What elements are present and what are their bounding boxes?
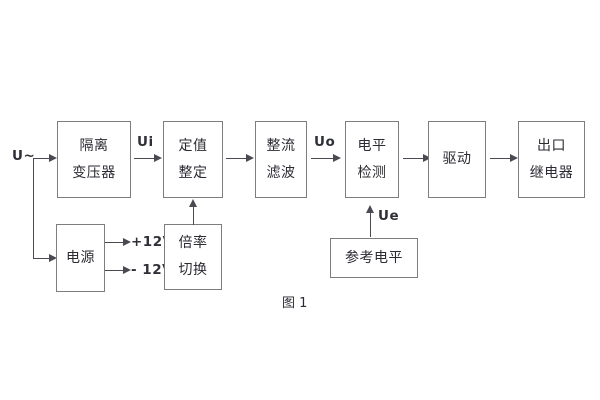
wire-reference-to-level-detect [370,212,371,237]
block-level-detect-line-2: 检测 [357,164,387,181]
block-multiplier-switch-line-1: 倍率 [178,235,208,252]
wire-setting-to-rectify [226,158,247,159]
wire-input-to-transformer [33,158,50,159]
block-setting-value-line-1: 定值 [178,137,208,154]
block-drive-line-1: 驱动 [442,151,472,168]
arrowhead-drive-to-output-relay [510,153,518,162]
block-reference-level-line-1: 参考电平 [345,249,403,266]
block-power-supply-line-1: 电源 [66,249,95,266]
block-isolation-transformer: 隔离 变压器 [57,121,131,198]
block-rectify-filter-line-1: 整流 [266,137,296,154]
block-output-relay: 出口 继电器 [518,121,585,198]
wire-input-to-power-supply [33,258,50,259]
signal-label-ue: Ue [378,208,400,224]
block-multiplier-switch: 倍率 切换 [164,224,222,290]
block-reference-level: 参考电平 [330,238,418,278]
block-drive: 驱动 [428,121,486,198]
arrowhead-input-to-power-supply [49,253,57,262]
wire-rail-positive [105,242,124,243]
wire-rail-negative [105,270,124,271]
figure-caption: 图 1 [282,296,308,311]
wire-rectify-to-level-detect [311,158,334,159]
arrowhead-reference-to-level-detect [365,205,374,213]
block-isolation-transformer-line-1: 隔离 [79,137,109,154]
arrowhead-setting-to-rectify [246,153,254,162]
wire-level-detect-to-drive [403,158,424,159]
block-isolation-transformer-line-2: 变压器 [72,164,116,181]
block-output-relay-line-1: 出口 [537,137,566,154]
arrowhead-rail-negative [123,265,131,274]
signal-label-rail-positive: +12V [131,234,174,250]
block-level-detect: 电平 检测 [345,121,399,198]
block-power-supply: 电源 [56,224,105,292]
arrowhead-level-detect-to-drive [423,153,431,162]
signal-label-input-source: U~ [12,148,36,164]
signal-label-ui: Ui [137,134,154,150]
block-setting-value: 定值 整定 [163,121,223,198]
wire-multiplier-to-setting [193,206,194,225]
block-rectify-filter-line-2: 滤波 [266,164,296,181]
signal-label-rail-negative: - 12V [131,262,174,278]
block-level-detect-line-1: 电平 [357,137,387,154]
wire-input-trunk [33,158,34,259]
signal-label-uo: Uo [314,134,336,150]
block-rectify-filter: 整流 滤波 [255,121,307,198]
block-output-relay-line-2: 继电器 [529,164,574,181]
arrowhead-input-to-transformer [49,153,57,162]
wire-transformer-to-setting [134,158,155,159]
arrowhead-multiplier-to-setting [188,199,197,207]
block-setting-value-line-2: 整定 [178,164,208,181]
wire-drive-to-output-relay [490,158,511,159]
arrowhead-transformer-to-setting [154,153,162,162]
arrowhead-rectify-to-level-detect [333,153,341,162]
arrowhead-rail-positive [123,237,131,246]
block-multiplier-switch-line-2: 切换 [178,262,208,278]
